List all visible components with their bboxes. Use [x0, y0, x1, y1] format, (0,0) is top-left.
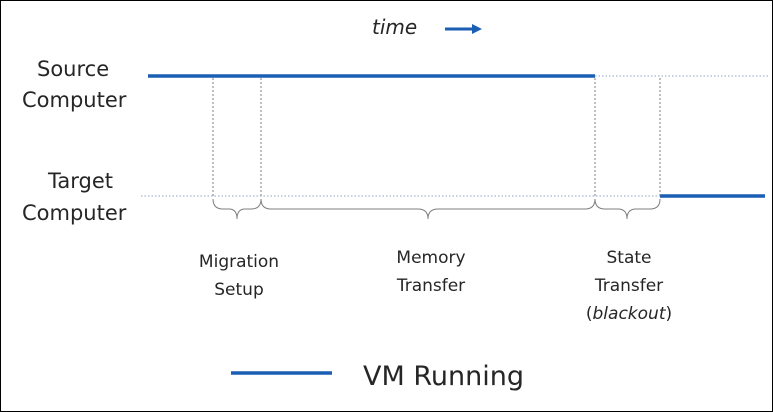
- brace-state-transfer: [594, 198, 661, 220]
- target-label-line1: Target: [47, 169, 113, 193]
- brace-migration-setup: [212, 198, 262, 220]
- phase-memory-transfer-line2: Transfer: [396, 276, 465, 296]
- legend-label: VM Running: [363, 361, 524, 392]
- source-label-line2: Computer: [22, 88, 127, 112]
- phase-state-transfer-line1: State: [607, 248, 652, 268]
- blackout-close-paren: ): [665, 304, 672, 324]
- brace-memory-transfer: [260, 198, 596, 220]
- target-label-line2: Computer: [22, 201, 127, 225]
- phase-state-transfer-line3: (blackout): [586, 304, 672, 324]
- phase-memory-transfer-line1: Memory: [396, 248, 465, 268]
- time-label: time: [372, 15, 417, 39]
- phase-migration-setup-line1: Migration: [199, 252, 279, 272]
- blackout-open-paren: (: [586, 304, 593, 324]
- source-label-line1: Source: [37, 57, 109, 81]
- phase-migration-setup-line2: Setup: [214, 280, 263, 300]
- phase-state-transfer-line2: Transfer: [594, 276, 663, 296]
- blackout-label: blackout: [593, 304, 667, 324]
